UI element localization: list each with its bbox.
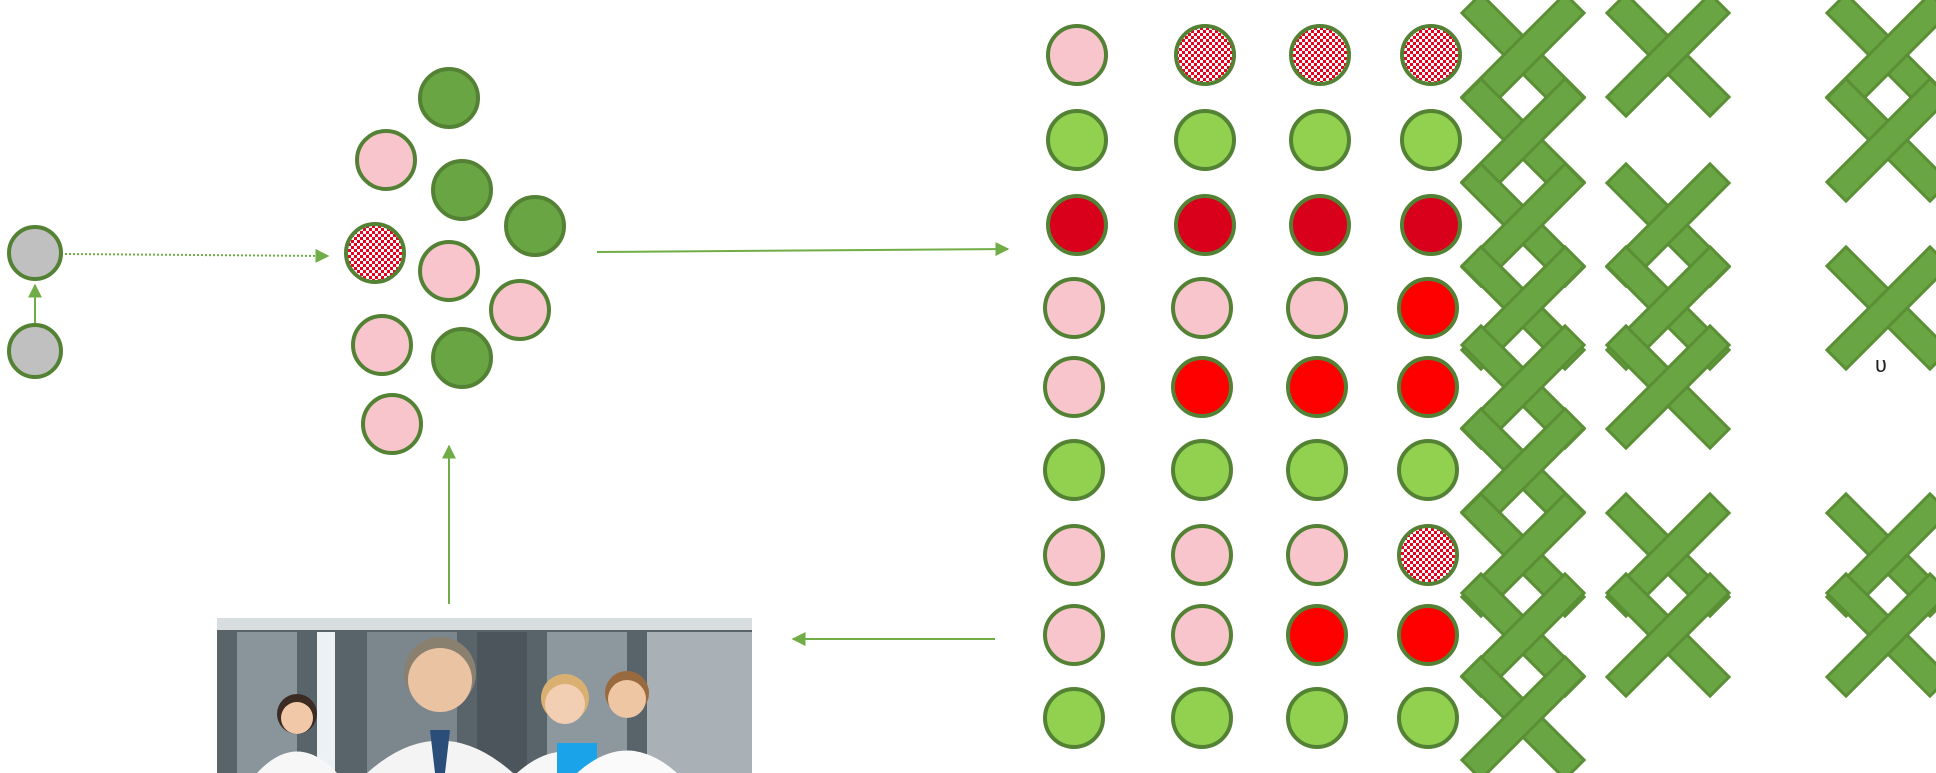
arrow-cluster-to-matrix xyxy=(596,242,1010,257)
matrix-node-r9-c2 xyxy=(1171,687,1233,749)
matrix-node-r8-c1 xyxy=(1043,604,1105,666)
cross-icon xyxy=(1459,654,1587,773)
matrix-node-r8-c3 xyxy=(1286,604,1348,666)
cross-icon xyxy=(1459,0,1587,119)
matrix-node-r4-c1 xyxy=(1043,277,1105,339)
input-node-2 xyxy=(7,323,63,379)
cross-marks xyxy=(1459,0,1936,773)
matrix-node-r4-c2 xyxy=(1171,277,1233,339)
matrix-node-r3-c3 xyxy=(1289,194,1351,256)
matrix-node-r1-c1 xyxy=(1046,24,1108,86)
matrix-node-r7-c2 xyxy=(1171,524,1233,586)
matrix-node-r9-c4 xyxy=(1397,687,1459,749)
cluster-node-4 xyxy=(504,195,566,257)
cluster-node-1 xyxy=(418,67,480,129)
matrix-node-r5-c1 xyxy=(1043,356,1105,418)
cross-icon xyxy=(1824,76,1936,204)
matrix-node-r5-c4 xyxy=(1397,356,1459,418)
cross-icon xyxy=(1824,571,1936,699)
cross-icon xyxy=(1604,161,1732,289)
matrix-node-r2-c4 xyxy=(1400,109,1462,171)
cluster-node-5 xyxy=(344,222,406,284)
cluster-node-3 xyxy=(431,159,493,221)
input-node-1 xyxy=(7,225,63,281)
cluster-nodes xyxy=(344,67,566,455)
matrix-node-r6-c1 xyxy=(1043,439,1105,501)
matrix-node-r7-c1 xyxy=(1043,524,1105,586)
cross-icon xyxy=(1604,323,1732,451)
matrix-node-r3-c2 xyxy=(1174,194,1236,256)
photo-illustration xyxy=(217,618,752,773)
cross-icon xyxy=(1604,571,1732,699)
cross-icon xyxy=(1459,244,1587,372)
matrix-node-r1-c2 xyxy=(1174,24,1236,86)
cross-icon xyxy=(1604,491,1732,619)
matrix-node-r1-c4 xyxy=(1400,24,1462,86)
arrow-input-to-cluster xyxy=(64,248,330,263)
cluster-node-10 xyxy=(361,393,423,455)
matrix-node-r6-c2 xyxy=(1171,439,1233,501)
matrix-node-r3-c1 xyxy=(1046,194,1108,256)
cluster-node-2 xyxy=(355,129,417,191)
cross-icon xyxy=(1604,244,1732,372)
cluster-node-9 xyxy=(431,327,493,389)
cross-icon xyxy=(1459,406,1587,534)
input-nodes xyxy=(7,225,63,379)
cross-icon xyxy=(1604,0,1732,119)
cross-icon xyxy=(1459,76,1587,204)
cross-icon xyxy=(1824,0,1936,119)
matrix-node-r8-c2 xyxy=(1171,604,1233,666)
matrix-node-r7-c4 xyxy=(1397,524,1459,586)
matrix-node-r4-c3 xyxy=(1286,277,1348,339)
cross-icon xyxy=(1824,491,1936,619)
matrix-node-r5-c2 xyxy=(1171,356,1233,418)
matrix-node-r4-c4 xyxy=(1397,277,1459,339)
connectors xyxy=(28,242,1010,646)
cross-icon xyxy=(1459,323,1587,451)
cluster-node-6 xyxy=(418,240,480,302)
medical-team-photo xyxy=(217,618,752,773)
stray-character: ʋ xyxy=(1875,352,1888,377)
matrix-node-r9-c3 xyxy=(1286,687,1348,749)
matrix-node-r8-c4 xyxy=(1397,604,1459,666)
cross-icon xyxy=(1459,161,1587,289)
matrix-node-r6-c4 xyxy=(1397,439,1459,501)
matrix-node-r9-c1 xyxy=(1043,687,1105,749)
matrix-node-r7-c3 xyxy=(1286,524,1348,586)
matrix-node-r2-c3 xyxy=(1289,109,1351,171)
cross-icon xyxy=(1459,571,1587,699)
matrix-node-r2-c1 xyxy=(1046,109,1108,171)
cross-icon xyxy=(1824,244,1936,372)
matrix-node-r1-c3 xyxy=(1289,24,1351,86)
matrix-node-r3-c4 xyxy=(1400,194,1462,256)
cluster-node-7 xyxy=(489,279,551,341)
matrix-node-r6-c3 xyxy=(1286,439,1348,501)
cluster-node-8 xyxy=(351,314,413,376)
cross-icon xyxy=(1459,491,1587,619)
matrix-node-r2-c2 xyxy=(1174,109,1236,171)
matrix-node-r5-c3 xyxy=(1286,356,1348,418)
matrix-nodes xyxy=(1043,24,1462,749)
